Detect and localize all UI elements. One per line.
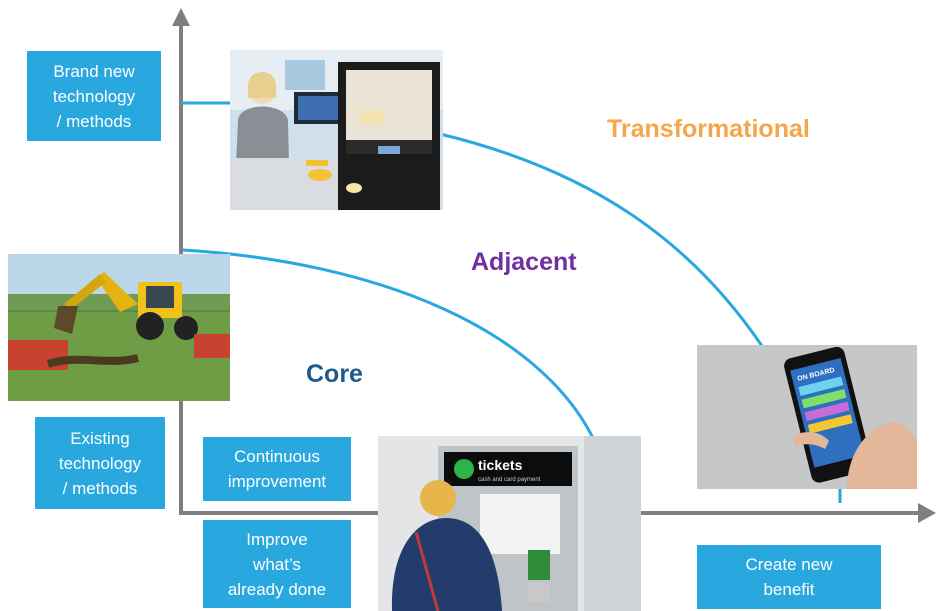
y-axis-arrow	[172, 8, 190, 26]
create-new-benefit-label: Create new benefit	[697, 545, 881, 609]
adjacent-zone-label: Adjacent	[471, 248, 577, 276]
transformational-zone-label: Transformational	[607, 115, 810, 143]
brand-new-technology-label: Brand new technology / methods	[27, 51, 161, 141]
improve-existing-label: Improve what’s already done	[203, 520, 351, 608]
ticket-machine-photo: tickets cash and card payment	[378, 436, 641, 611]
digger-photo	[8, 254, 230, 401]
ticket-sign-title: tickets	[478, 457, 523, 473]
ticket-sign-subtitle: cash and card payment	[478, 477, 541, 483]
transformational-boundary-curve	[439, 132, 764, 347]
continuous-improvement-label: Continuous improvement	[203, 437, 351, 501]
existing-technology-label: Existing technology / methods	[35, 417, 165, 509]
phone-photo: ON BOARD	[697, 345, 917, 489]
3d-printer-photo	[230, 50, 443, 210]
x-axis-arrow	[918, 503, 936, 523]
core-boundary-curve	[182, 248, 596, 441]
core-zone-label: Core	[306, 360, 363, 388]
